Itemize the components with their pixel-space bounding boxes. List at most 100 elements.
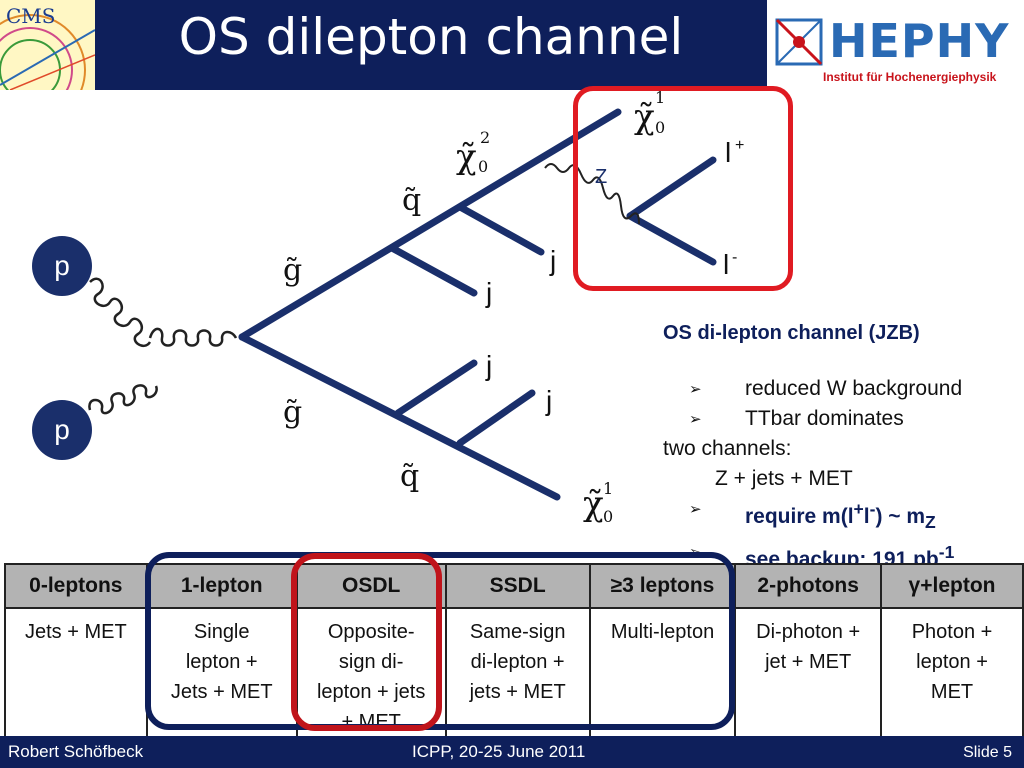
info-bullet-4-sup: -1 xyxy=(938,542,955,563)
cell-line: sign di- xyxy=(338,651,404,673)
channel-table: 0-leptons 1-lepton OSDL SSDL ≥3 leptons … xyxy=(4,563,1024,739)
z-boson-wiggle xyxy=(544,163,640,225)
info-z-jets: Z + jets + MET xyxy=(715,467,853,490)
cms-logo: CMS xyxy=(0,0,95,90)
feynman-diagram: p p g̃ g̃ q̃ q̃ χ̃ 2 0 χ̃ 1 0 χ̃ 1 0 Z l… xyxy=(32,90,744,526)
cell-line: Opposite- xyxy=(327,621,415,643)
table-header: SSDL xyxy=(444,563,591,609)
hephy-logo: HEPHY Institut für Hochenergiephysik xyxy=(775,8,1015,88)
lepton-plus-line xyxy=(626,156,717,220)
lepton-plus-sup: + xyxy=(735,137,744,154)
hephy-subtitle: Institut für Hochenergiephysik xyxy=(823,70,997,84)
info-bullet-1-text: reduced W background xyxy=(745,377,963,400)
neutralino1-lower-sup: 1 xyxy=(603,479,613,498)
upper-jet-line-1 xyxy=(388,244,478,297)
cell-line: jets + MET xyxy=(469,681,566,703)
lower-main-line xyxy=(238,333,561,501)
cell-line: di-lepton + xyxy=(470,651,565,673)
hephy-name: HEPHY xyxy=(829,14,1010,68)
gluino-lower-label: g̃ xyxy=(283,395,302,430)
neutralino1-upper-sub: 0 xyxy=(655,118,665,137)
cell-line: Jets + MET xyxy=(170,681,273,703)
table-cell: Photon + lepton + MET xyxy=(880,607,1024,739)
cell-line: lepton + xyxy=(916,651,988,673)
cell-line: jet + MET xyxy=(765,651,852,673)
info-two-channels: two channels: xyxy=(663,437,792,460)
lepton-minus-sup: - xyxy=(732,249,737,266)
cell-line: lepton + xyxy=(185,651,258,673)
neutralino1-upper-sup: 1 xyxy=(655,90,665,107)
footer-slide-number: Slide 5 xyxy=(963,744,1012,761)
table-header: 0-leptons xyxy=(4,563,148,609)
cell-line: Multi-lepton xyxy=(610,621,715,643)
table-cell: Multi-lepton xyxy=(588,607,737,739)
z-boson-label: Z xyxy=(595,166,607,188)
proton-bottom-label: p xyxy=(54,414,70,445)
jet-label-3: j xyxy=(485,350,492,381)
jet-label-4: j xyxy=(545,385,552,416)
cell-line: Jets + MET xyxy=(24,621,127,643)
info-heading: OS di-lepton channel (JZB) xyxy=(663,322,920,344)
info-bullet-3-sub: Z xyxy=(925,512,936,533)
channel-info: OS di-lepton channel (JZB) reduced W bac… xyxy=(663,318,1023,575)
neutralino2-sup: 2 xyxy=(480,128,490,147)
squark-lower-label: q̃ xyxy=(400,459,419,494)
table-header-row: 0-leptons 1-lepton OSDL SSDL ≥3 leptons … xyxy=(4,563,1024,609)
slide-title: OS dilepton channel xyxy=(178,8,684,66)
osdl-highlight xyxy=(291,553,442,731)
lepton-minus-line xyxy=(626,212,717,266)
info-bullet-2-text: TTbar dominates xyxy=(745,407,904,430)
dilepton-highlight-box xyxy=(573,86,793,291)
table-cell: Di-photon +jet + MET xyxy=(734,607,883,739)
info-bullet-3-sup-1: + xyxy=(853,499,864,519)
jet-label-2: j xyxy=(485,277,492,308)
gluino-upper-label: g̃ xyxy=(283,253,302,288)
info-bullet-1: reduced W background xyxy=(663,374,1023,404)
hephy-emblem-icon xyxy=(775,18,823,66)
upper-jet-line-2 xyxy=(456,203,545,256)
info-bullet-3: require m(l+l-) ~ mZ xyxy=(663,494,1023,537)
proton-top-label: p xyxy=(54,250,70,281)
info-bullet-3-part-a: require m(l xyxy=(745,505,854,528)
cms-logo-graphic xyxy=(0,14,95,90)
table-header: 2-photons xyxy=(734,563,883,609)
lower-jet-line-2 xyxy=(456,389,536,447)
table-cell: Same-sign di-lepton + jets + MET xyxy=(444,607,591,739)
cell-line: lepton + jets xyxy=(316,681,426,703)
table-header: γ+lepton xyxy=(880,563,1024,609)
cms-logo-text: CMS xyxy=(6,4,56,28)
neutralino1-lower-sub: 0 xyxy=(603,507,613,526)
table-row: Jets + MET Single lepton + Jets + MET Oppo… xyxy=(4,607,1024,739)
lower-jet-line-1 xyxy=(394,359,478,417)
lepton-channels-highlight xyxy=(145,552,735,730)
title-band xyxy=(95,0,767,90)
cell-line: Same-sign xyxy=(469,621,566,643)
upper-main-line xyxy=(238,108,622,341)
jet-label-1: j xyxy=(549,245,556,276)
title-bar: CMS OS dilepton channel HEPHY Institut f… xyxy=(0,0,1024,90)
cell-line: Photon + xyxy=(911,621,993,643)
squark-upper-label: q̃ xyxy=(402,183,421,218)
table-header: 1-lepton xyxy=(145,563,298,609)
neutralino2-label: χ̃ xyxy=(456,137,477,177)
info-bullet-2: TTbar dominates xyxy=(663,404,1023,434)
lepton-plus-label: l xyxy=(725,137,731,168)
neutralino1-lower-label: χ̃ xyxy=(583,484,604,524)
table-cell: Jets + MET xyxy=(4,607,148,739)
table-cell: Opposite-sign di-lepton + jets+ MET xyxy=(295,607,447,739)
footer: Robert Schöfbeck ICPP, 20-25 June 2011 S… xyxy=(0,736,1024,768)
info-bullet-3-sup-2: - xyxy=(869,499,876,519)
proton-top-circle xyxy=(32,236,92,296)
footer-author: Robert Schöfbeck xyxy=(8,742,144,761)
cell-line: Single xyxy=(193,621,250,643)
gluon-coils xyxy=(88,277,238,415)
table-header: ≥3 leptons xyxy=(588,563,737,609)
footer-conference: ICPP, 20-25 June 2011 xyxy=(412,742,586,761)
lepton-minus-label: l xyxy=(723,249,729,280)
neutralino2-sub: 0 xyxy=(478,157,488,176)
proton-bottom-circle xyxy=(32,400,92,460)
cell-line: MET xyxy=(930,681,974,703)
neutralino1-upper-label: χ̃ xyxy=(634,97,655,137)
info-bullet-3-part-b: l xyxy=(863,505,870,528)
info-bullet-3-part-c: ) ~ m xyxy=(875,505,926,528)
